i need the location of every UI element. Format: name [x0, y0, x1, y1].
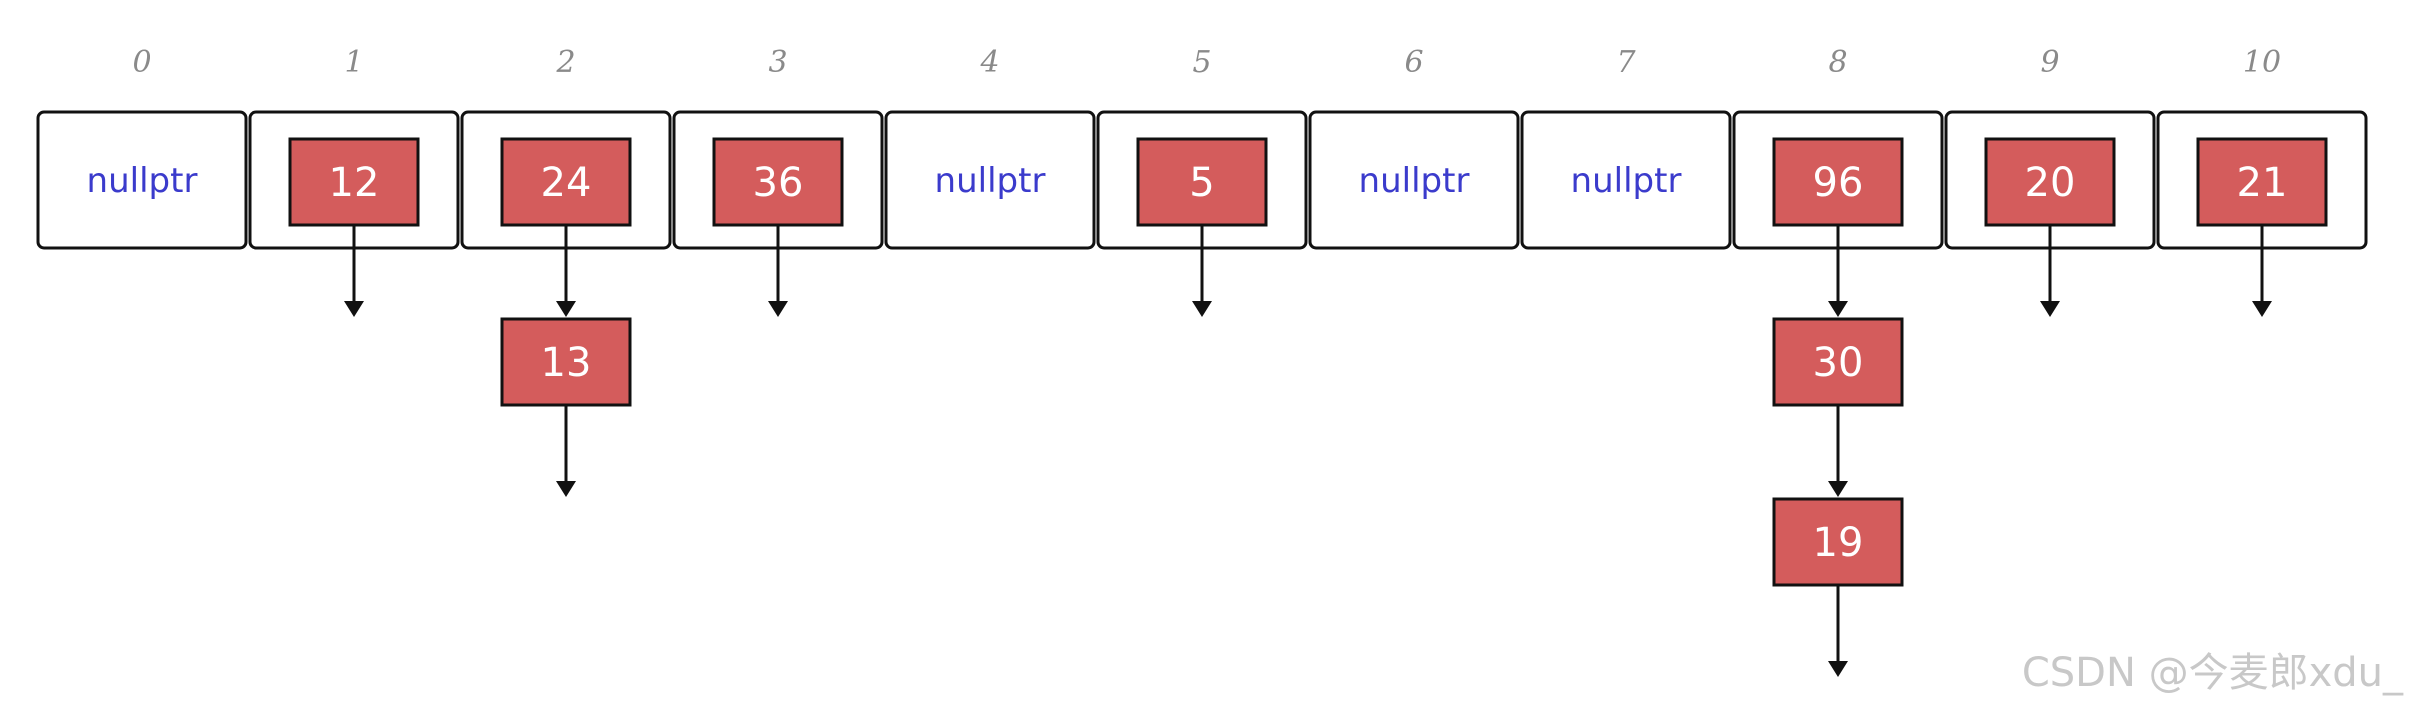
bucket-index-label: 9 — [2040, 45, 2059, 80]
chain-node — [2196, 137, 2328, 227]
chain-node-value: 13 — [541, 340, 592, 386]
arrow-head-icon — [768, 301, 788, 317]
arrow-head-icon — [2040, 301, 2060, 317]
bucket-slot — [1308, 110, 1520, 250]
arrow-head-icon — [1828, 301, 1848, 317]
bucket-index-label: 8 — [1828, 45, 1847, 80]
bucket-slot — [884, 110, 1096, 250]
csdn-watermark: CSDN @今麦郎xdu_ — [2021, 650, 2403, 696]
arrow-head-icon — [1828, 661, 1848, 677]
bucket-index-label: 3 — [768, 45, 787, 80]
bucket-index-label: 1 — [344, 45, 363, 80]
arrow-head-icon — [2252, 301, 2272, 317]
chain-node — [500, 137, 632, 227]
bucket-slot — [1520, 110, 1732, 250]
bucket-index-label: 7 — [1616, 45, 1636, 80]
chain-node — [1772, 497, 1904, 587]
nullptr-label: nullptr — [1359, 161, 1470, 201]
bucket-index-label: 10 — [2243, 45, 2281, 80]
bucket-slot — [36, 110, 248, 250]
chain-node-value: 36 — [753, 160, 804, 206]
chain-node-value: 30 — [1813, 340, 1864, 386]
chain-node — [712, 137, 844, 227]
arrow-head-icon — [1828, 481, 1848, 497]
chain-node — [1772, 137, 1904, 227]
chain-node-value: 19 — [1813, 520, 1864, 566]
chain-node — [500, 317, 632, 407]
arrow-head-icon — [556, 481, 576, 497]
bucket-index-label: 4 — [979, 45, 999, 80]
chain-node-value: 5 — [1189, 160, 1214, 206]
nullptr-label: nullptr — [87, 161, 198, 201]
chain-node-value: 21 — [2237, 160, 2288, 206]
arrow-head-icon — [344, 301, 364, 317]
nullptr-label: nullptr — [935, 161, 1046, 201]
bucket-index-label: 2 — [555, 45, 575, 80]
chain-node-value: 20 — [2025, 160, 2076, 206]
nullptr-label: nullptr — [1571, 161, 1682, 201]
arrow-head-icon — [1192, 301, 1212, 317]
chain-node-value: 12 — [329, 160, 380, 206]
chain-node-value: 96 — [1813, 160, 1864, 206]
chain-node — [1136, 137, 1268, 227]
arrow-head-icon — [556, 301, 576, 317]
chain-node-value: 24 — [541, 160, 592, 206]
bucket-index-label: 6 — [1404, 45, 1423, 80]
bucket-index-label: 0 — [132, 45, 151, 80]
bucket-index-label: 5 — [1192, 45, 1211, 80]
